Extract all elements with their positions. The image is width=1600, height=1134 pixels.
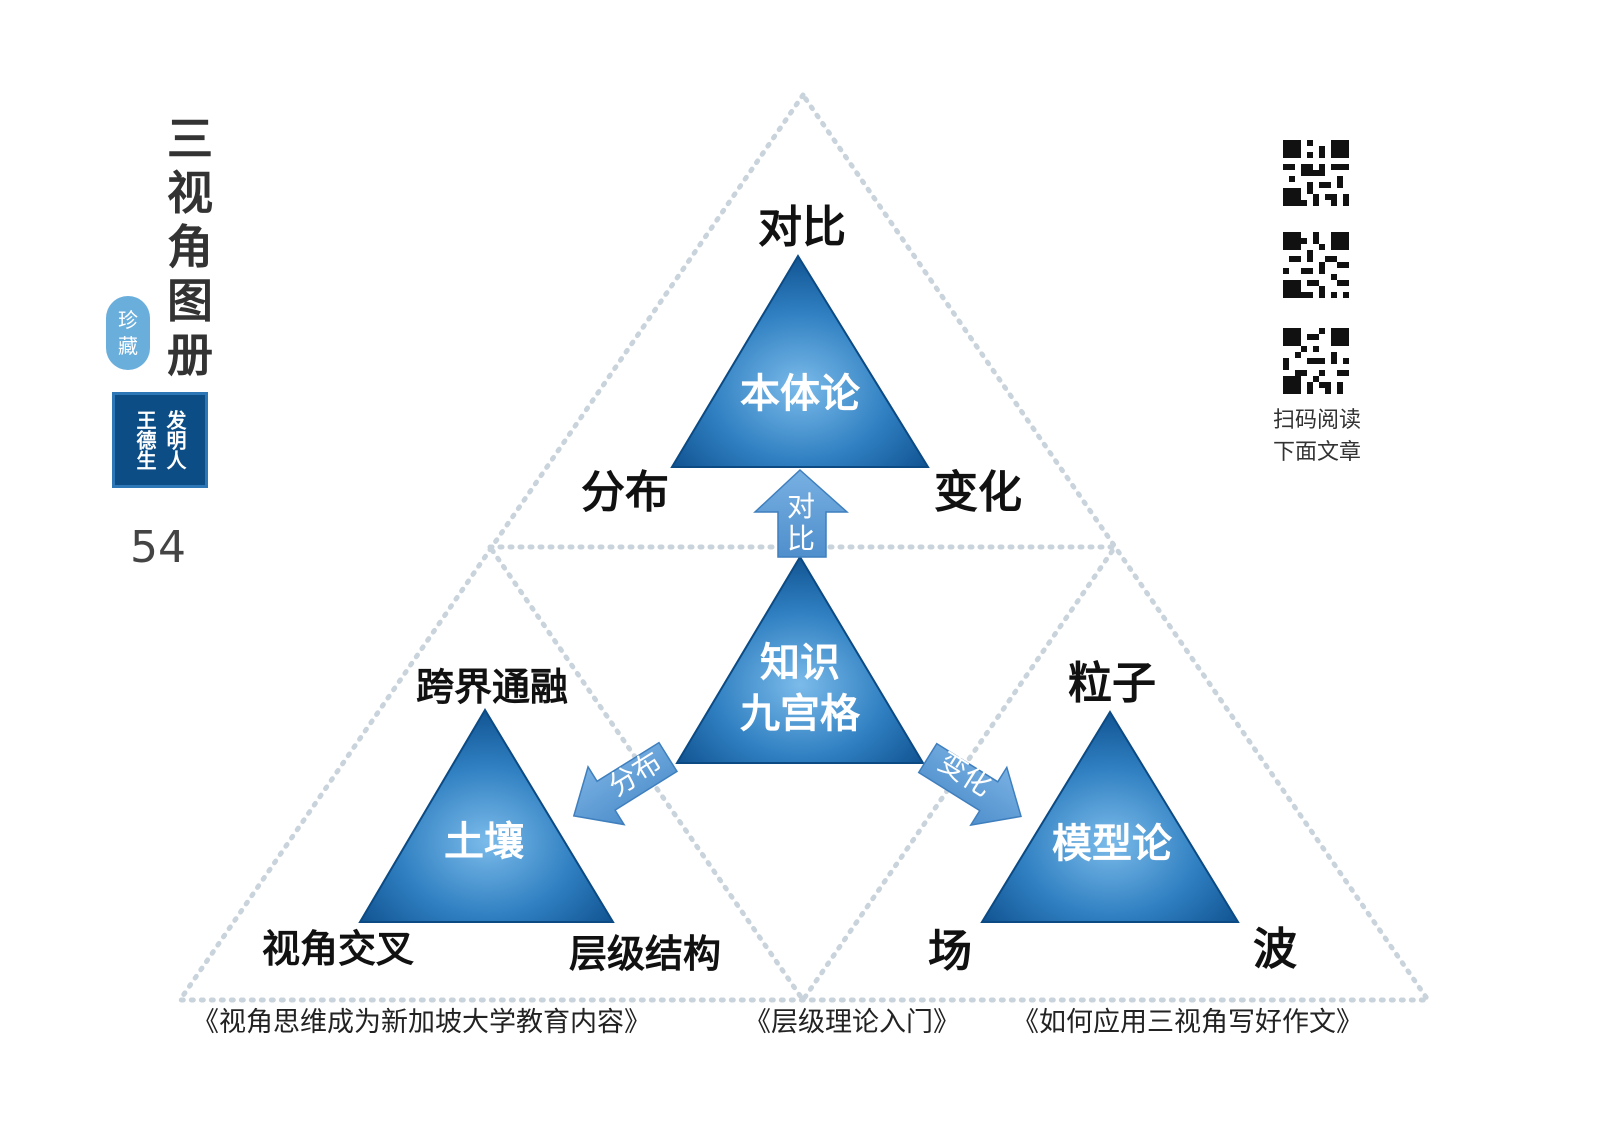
arrow-up-contrast: [753, 468, 849, 558]
center-label-line2: 九宫格: [740, 691, 861, 737]
arrow-up-label-line1: 对: [787, 490, 815, 523]
top-triangle: [670, 254, 930, 468]
seal-column-inventor: 发明人: [163, 410, 187, 470]
seal-column-name: 王德生: [133, 410, 157, 470]
collection-badge: 珍藏: [106, 296, 150, 370]
arrow-up-label-line2: 比: [787, 522, 815, 555]
top-vertex-left-label: 分布: [581, 467, 669, 518]
qr-code-icon[interactable]: [1283, 140, 1349, 206]
page-number: 54: [130, 522, 186, 573]
left-vertex-right-label: 层级结构: [569, 932, 721, 976]
album-title: 三视角图册: [167, 112, 213, 382]
center-triangle: [675, 555, 925, 764]
top-center-label: 本体论: [740, 371, 861, 417]
left-center-label: 土壤: [444, 819, 524, 865]
reference-link-2[interactable]: 《层级理论入门》: [744, 1007, 960, 1038]
arrow-right-change-group: [917, 742, 1022, 827]
top-vertex-right-label: 变化: [934, 467, 1022, 518]
qr-code-icon[interactable]: [1283, 232, 1349, 298]
right-vertex-top-label: 粒子: [1068, 658, 1156, 709]
right-vertex-left-label: 场: [928, 926, 972, 977]
right-center-label: 模型论: [1052, 821, 1173, 867]
reference-link-3[interactable]: 《如何应用三视角写好作文》: [1012, 1007, 1363, 1038]
left-triangle: [358, 708, 615, 923]
qr-caption: 扫码阅读 下面文章: [1262, 405, 1372, 469]
left-vertex-left-label: 视角交叉: [262, 927, 414, 971]
arrow-left-distribution-group: [572, 741, 679, 826]
qr-code-icon[interactable]: [1283, 328, 1349, 394]
qr-caption-line1: 扫码阅读: [1272, 408, 1361, 433]
reference-link-1[interactable]: 《视角思维成为新加坡大学教育内容》: [192, 1007, 651, 1038]
qr-caption-line2: 下面文章: [1272, 440, 1361, 465]
right-vertex-right-label: 波: [1253, 924, 1297, 975]
center-label-line1: 知识: [760, 640, 840, 686]
left-vertex-top-label: 跨界通融: [416, 665, 568, 709]
right-triangle: [980, 710, 1240, 923]
inventor-seal: 发明人 王德生: [112, 392, 208, 488]
top-vertex-top-label: 对比: [758, 202, 846, 253]
